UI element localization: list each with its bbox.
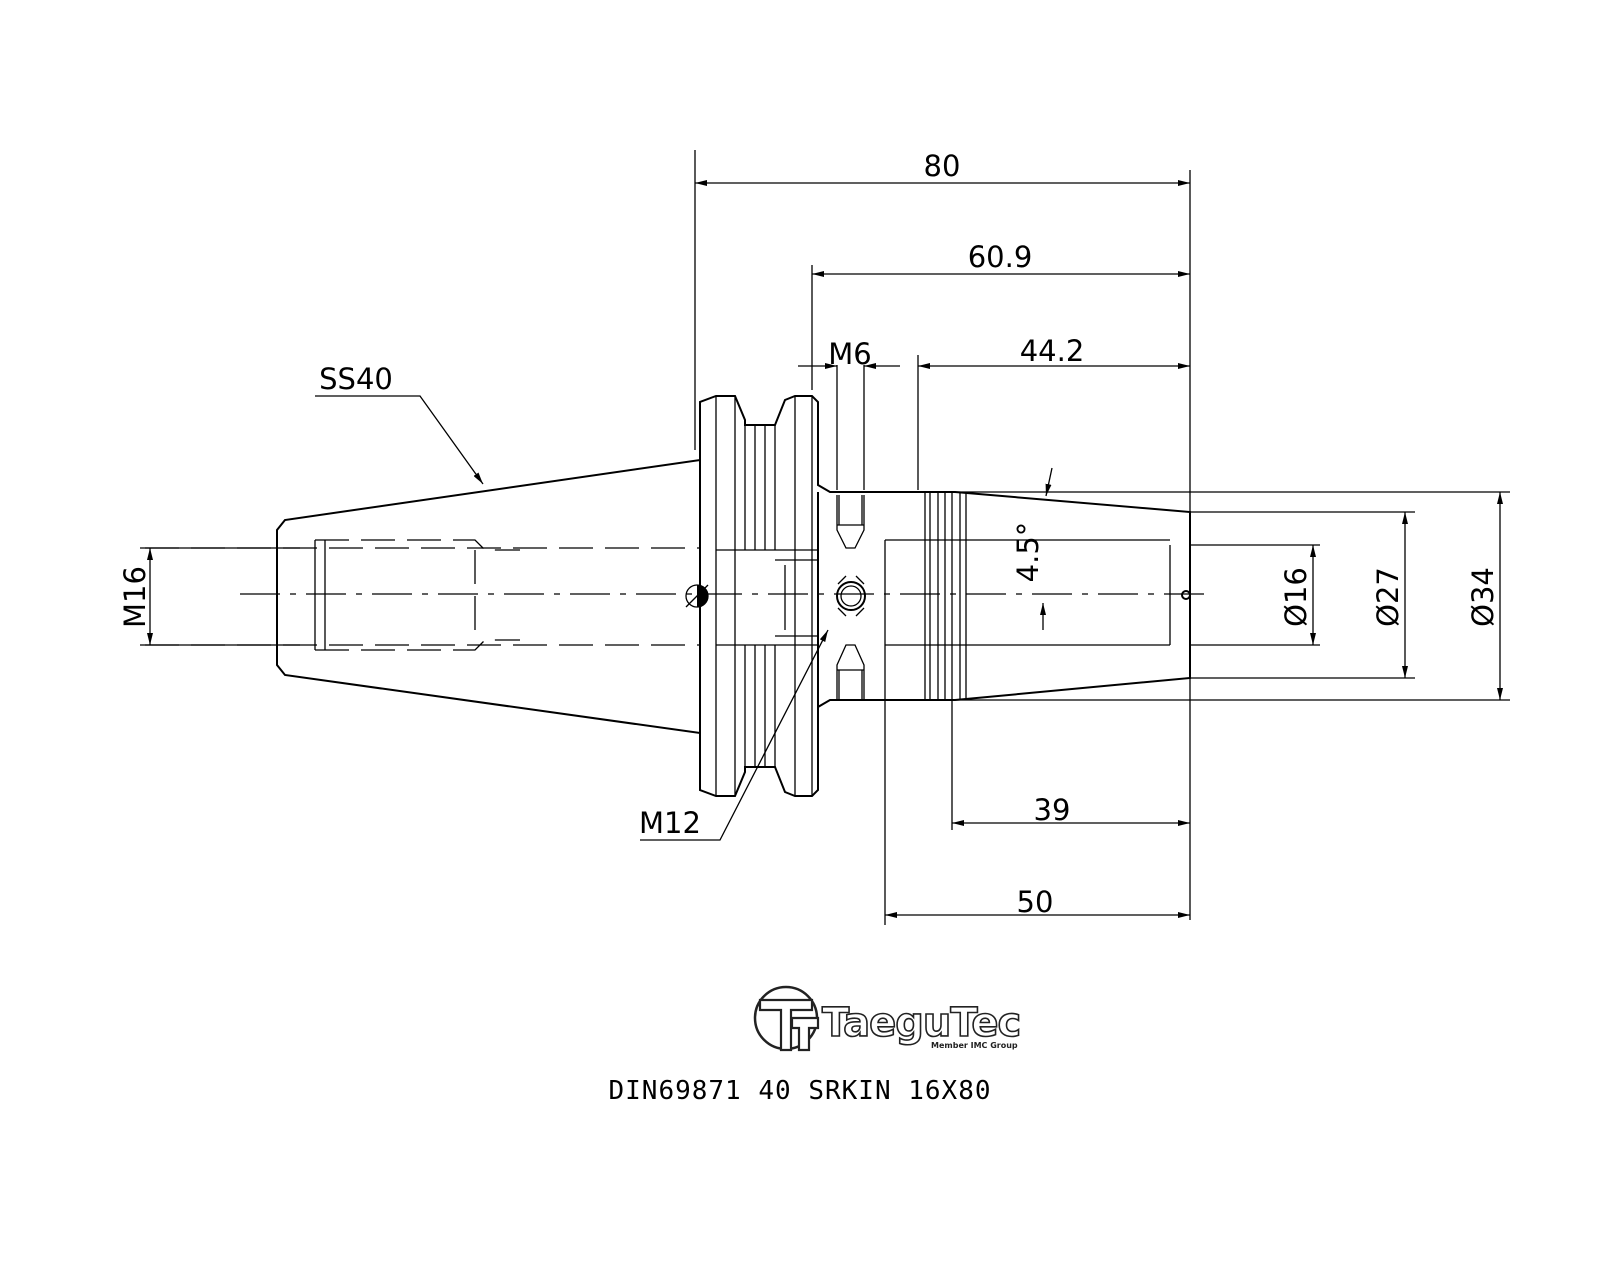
dim-dia-27: Ø27 <box>1371 567 1405 627</box>
dim-dia-34: Ø34 <box>1466 567 1500 627</box>
dim-m16: M16 <box>118 566 152 628</box>
dim-angle: 4.5° <box>1011 522 1045 583</box>
label-m12: M12 <box>639 806 701 840</box>
dim-39: 39 <box>1034 793 1071 827</box>
dim-overall-length: 80 <box>924 149 961 183</box>
label-ss40: SS40 <box>319 362 393 396</box>
dimension-lines <box>147 180 1503 918</box>
logo-wordmark: TaeguTec <box>822 1000 1020 1046</box>
dim-50: 50 <box>1017 885 1054 919</box>
taper-shank <box>145 458 701 735</box>
dim-dia-16: Ø16 <box>1279 567 1313 627</box>
dim-m6: M6 <box>828 337 871 371</box>
dim-44-2: 44.2 <box>1020 334 1085 368</box>
extension-lines <box>140 150 1510 925</box>
flange <box>685 395 925 797</box>
dim-60-9: 60.9 <box>968 240 1033 274</box>
logo-tagline: Member IMC Group <box>931 1041 1018 1050</box>
part-number: DIN69871 40 SRKIN 16X80 <box>608 1076 991 1106</box>
body <box>817 492 866 707</box>
taegutec-logo: TaeguTec Member IMC Group <box>753 985 1022 1052</box>
